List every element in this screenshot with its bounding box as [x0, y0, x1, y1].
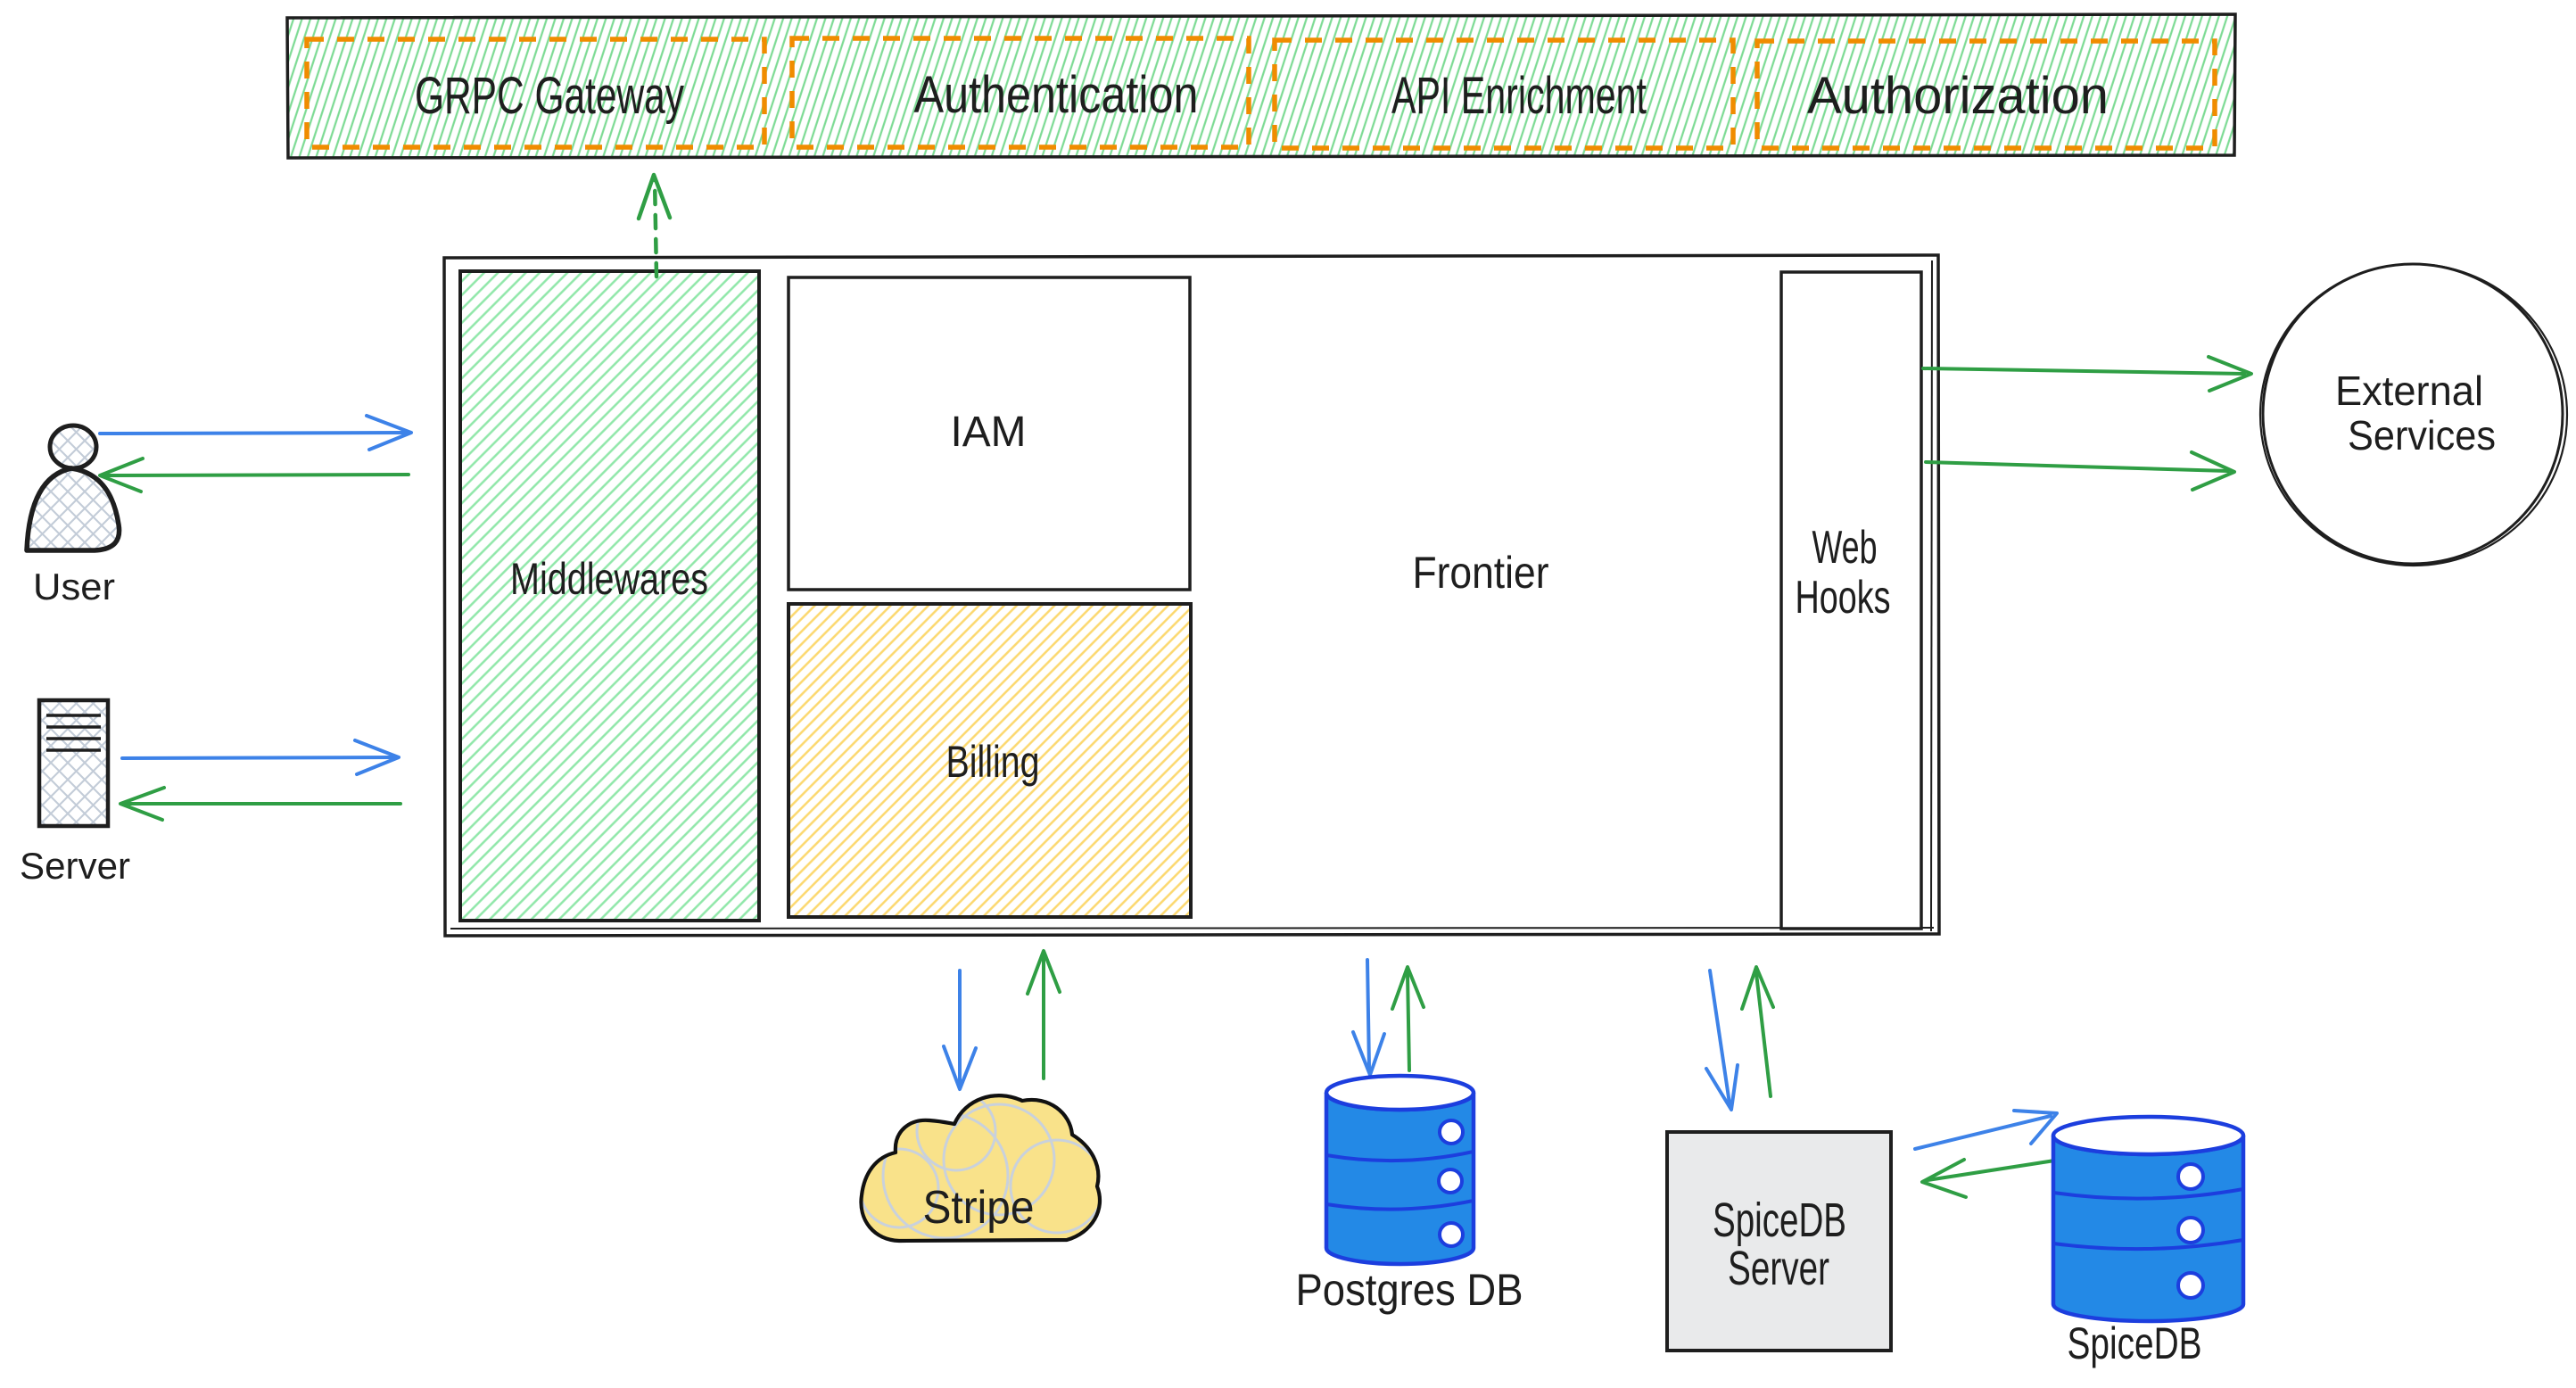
- svg-text:Billing: Billing: [946, 737, 1040, 787]
- svg-text:Middlewares: Middlewares: [510, 554, 708, 604]
- svg-text:Server: Server: [20, 845, 130, 887]
- svg-text:Authentication: Authentication: [914, 66, 1199, 124]
- svg-text:API Enrichment: API Enrichment: [1391, 67, 1647, 125]
- svg-text:Frontier: Frontier: [1413, 548, 1549, 598]
- svg-text:Hooks: Hooks: [1796, 572, 1891, 624]
- svg-text:SpiceDB: SpiceDB: [1713, 1194, 1846, 1247]
- svg-text:SpiceDB: SpiceDB: [2068, 1318, 2202, 1368]
- svg-text:User: User: [33, 566, 115, 607]
- svg-text:Authorization: Authorization: [1807, 67, 2109, 125]
- svg-text:Postgres DB: Postgres DB: [1296, 1265, 1523, 1315]
- svg-text:External: External: [2335, 368, 2483, 414]
- svg-text:Server: Server: [1728, 1242, 1829, 1295]
- svg-text:GRPC Gateway: GRPC Gateway: [415, 67, 684, 125]
- svg-text:Stripe: Stripe: [923, 1182, 1035, 1234]
- svg-text:IAM: IAM: [951, 409, 1027, 456]
- svg-text:Services: Services: [2348, 412, 2496, 459]
- svg-text:Web: Web: [1812, 522, 1878, 574]
